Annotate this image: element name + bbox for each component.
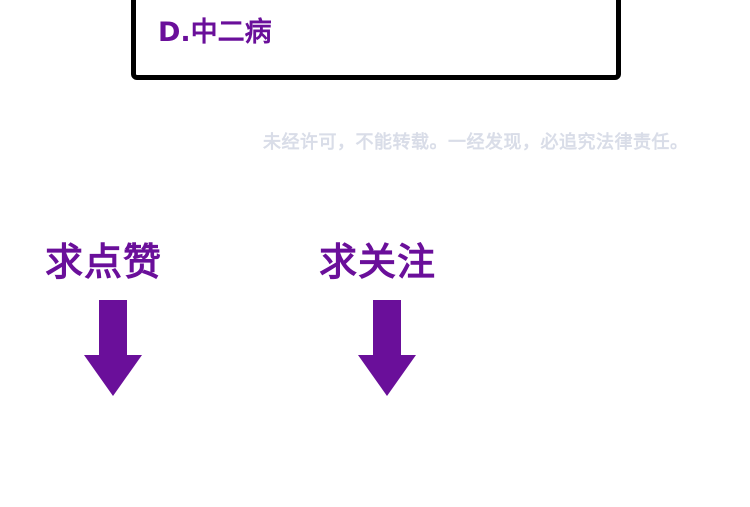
answer-option-d: D.中二病 bbox=[158, 17, 272, 48]
copyright-watermark: 未经许可，不能转载。一经发现，必追究法律责任。 bbox=[263, 132, 689, 153]
arrow-down-icon bbox=[84, 300, 142, 396]
answer-option-box: D.中二病 bbox=[131, 0, 621, 80]
like-prompt-label: 求点赞 bbox=[45, 240, 163, 284]
follow-prompt-label: 求关注 bbox=[319, 240, 437, 284]
arrow-down-icon bbox=[358, 300, 416, 396]
like-prompt: 求点赞 bbox=[45, 238, 205, 396]
follow-prompt: 求关注 bbox=[319, 238, 479, 396]
